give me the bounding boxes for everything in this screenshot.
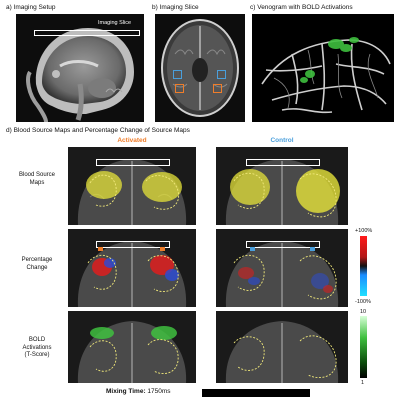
row-label-line: Change [26, 264, 48, 271]
row-label-line: Blood Source [18, 172, 56, 178]
blood-source-control-panel [216, 147, 348, 225]
colorbar-percentage-max: +100% [355, 228, 373, 234]
slab-marker [246, 241, 320, 248]
imaging-slice-label: Imaging Slice [98, 20, 132, 26]
row-label-bold: BOLD Activations (T-Score) [6, 337, 68, 360]
row-label-line: Percentage [21, 257, 53, 263]
row-label-line: BOLD [28, 337, 46, 343]
bold-activations-activated-panel [68, 311, 196, 383]
column-header-control: Control [270, 137, 294, 144]
colorbar-percentage [360, 236, 367, 296]
slab-marker [246, 159, 320, 166]
sagittal-mri-image: Imaging Slice [16, 14, 144, 122]
panel-c-title: c) Venogram with BOLD Activations [250, 4, 353, 11]
mixing-time-value: 1750ms [147, 388, 171, 395]
colorbar-percentage-min: -100% [355, 299, 371, 305]
slab-marker [96, 159, 170, 166]
colorbar-tscore-max: 10 [360, 309, 367, 315]
percentage-change-control-panel [216, 229, 348, 307]
mixing-time-label: Mixing Time: [106, 388, 146, 395]
axial-slice-image [155, 14, 245, 122]
panel-b-title: b) Imaging Slice [152, 4, 199, 11]
slab-marker [96, 241, 170, 248]
roi-box-right-orange [213, 84, 222, 93]
percentage-change-activated-panel [68, 229, 196, 307]
colorbar-tscore-min: 1 [361, 380, 365, 386]
row-label-percentage: Percentage Change [6, 257, 68, 272]
row-label-line: (T-Score) [24, 352, 50, 358]
mixing-time: Mixing Time: 1750ms [106, 388, 171, 395]
roi-marker-orange [160, 247, 165, 251]
roi-box-left-blue [173, 70, 182, 79]
colorbar-tscore [360, 316, 367, 378]
row-label-line: Maps [29, 179, 45, 186]
blood-source-activated-panel [68, 147, 196, 225]
mixing-time-bar [202, 389, 310, 397]
imaging-slice-marker [34, 30, 140, 36]
roi-marker-blue [310, 247, 315, 251]
column-header-activated: Activated [117, 137, 147, 144]
roi-marker-orange [98, 247, 103, 251]
roi-box-left-orange [175, 84, 184, 93]
venogram-image [252, 14, 394, 122]
row-label-line: Activations [22, 344, 52, 351]
roi-marker-blue [250, 247, 255, 251]
bold-activations-control-panel [216, 311, 348, 383]
roi-box-right-blue [217, 70, 226, 79]
section-d-title: d) Blood Source Maps and Percentage Chan… [6, 127, 190, 134]
panel-a-title: a) Imaging Setup [6, 4, 56, 11]
row-label-blood-source: Blood Source Maps [6, 172, 68, 187]
